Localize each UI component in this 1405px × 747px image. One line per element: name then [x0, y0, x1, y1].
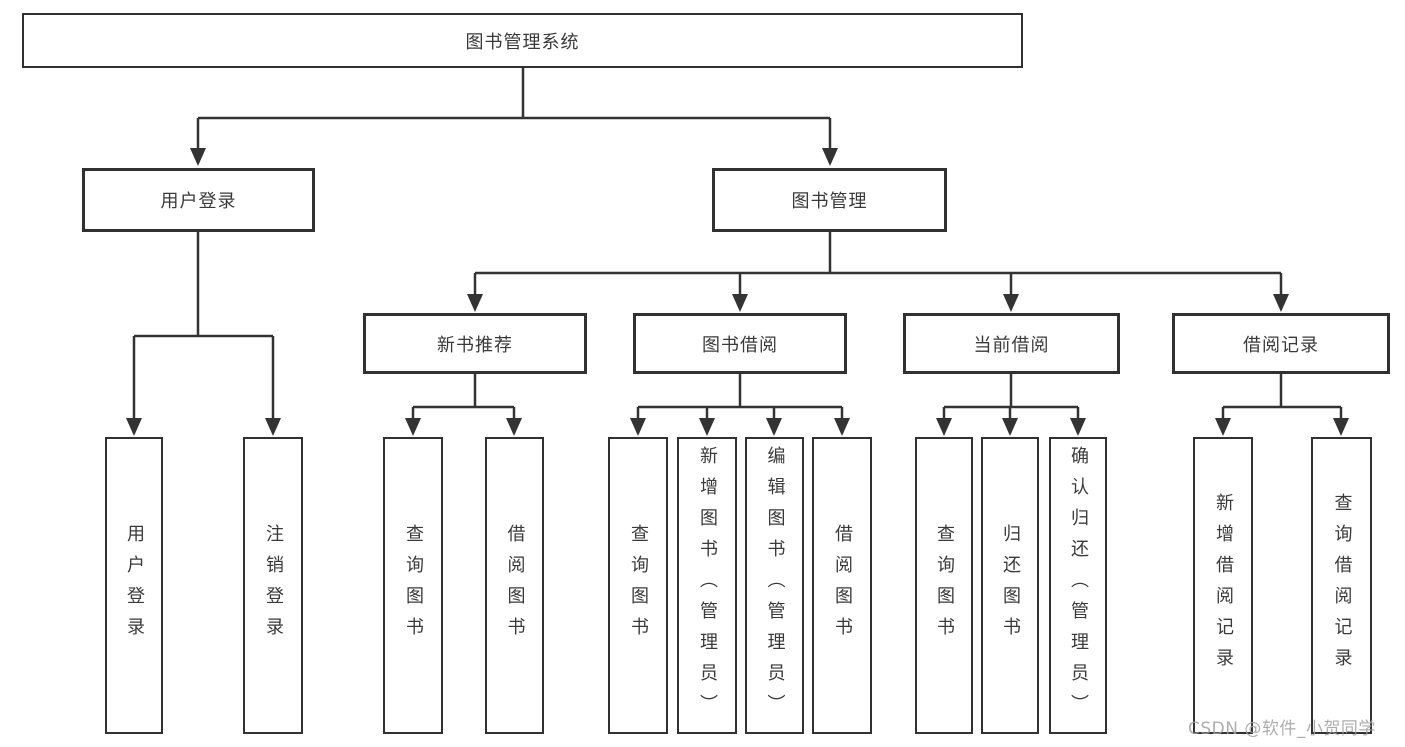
- leaf-label: 查询图书: [628, 523, 649, 648]
- leaf-label: 归还图书: [1000, 523, 1021, 648]
- node-borrow-records: 借阅记录: [1172, 313, 1390, 374]
- node-book-borrow: 图书借阅: [633, 313, 847, 374]
- leaf-label: 注销登录: [263, 523, 284, 648]
- leaf-confirm-return-admin: 确认归还（管理员）: [1049, 437, 1107, 734]
- leaf-query-books-3: 查询图书: [915, 437, 973, 734]
- leaf-user-login: 用户登录: [105, 437, 163, 734]
- leaf-add-books-admin: 新增图书（管理员）: [677, 437, 737, 734]
- leaf-add-borrow-record: 新增借阅记录: [1193, 437, 1253, 734]
- leaf-borrow-books-2: 借阅图书: [812, 437, 872, 734]
- node-current-borrow: 当前借阅: [903, 313, 1120, 374]
- leaf-logout: 注销登录: [243, 437, 303, 734]
- leaf-label: 新增图书（管理员）: [697, 446, 718, 725]
- node-new-book-recommend: 新书推荐: [363, 313, 587, 374]
- leaf-label: 借阅图书: [504, 523, 526, 648]
- node-user-login: 用户登录: [82, 168, 315, 232]
- node-book-management: 图书管理: [712, 168, 947, 232]
- leaf-label: 编辑图书（管理员）: [764, 446, 786, 725]
- leaf-return-books: 归还图书: [981, 437, 1039, 734]
- leaf-label: 借阅图书: [832, 523, 853, 648]
- node-book-management-system: 图书管理系统: [22, 13, 1023, 68]
- leaf-borrow-books-1: 借阅图书: [485, 437, 544, 734]
- leaf-query-books-2: 查询图书: [608, 437, 668, 734]
- leaf-edit-books-admin: 编辑图书（管理员）: [745, 437, 804, 734]
- csdn-watermark: CSDN @软件_小贺同学: [1188, 719, 1376, 739]
- leaf-query-borrow-record: 查询借阅记录: [1311, 437, 1372, 734]
- leaf-label: 查询图书: [403, 523, 424, 648]
- leaf-label: 查询图书: [934, 523, 955, 648]
- leaf-label: 新增借阅记录: [1213, 492, 1234, 679]
- leaf-label: 用户登录: [124, 523, 145, 648]
- leaf-label: 查询借阅记录: [1331, 492, 1353, 679]
- leaf-query-books-1: 查询图书: [383, 437, 443, 734]
- leaf-label: 确认归还（管理员）: [1068, 446, 1089, 725]
